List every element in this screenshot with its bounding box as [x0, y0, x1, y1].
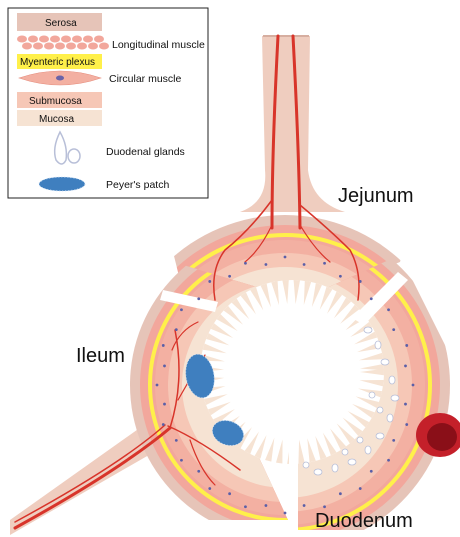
nerve-dot — [392, 328, 395, 331]
muscle-cell — [33, 43, 43, 50]
nerve-dot — [323, 505, 326, 508]
muscle-cell — [28, 36, 38, 43]
nerve-dot — [175, 328, 178, 331]
muscle-cell — [83, 36, 93, 43]
muscle-cell — [66, 43, 76, 50]
legend-swatch-peyers-patch — [39, 177, 85, 191]
muscle-cell — [50, 36, 60, 43]
muscle-cell — [39, 36, 49, 43]
nerve-dot — [208, 487, 211, 490]
nerve-dot — [323, 262, 326, 265]
muscle-cell — [94, 36, 104, 43]
nerve-dot — [265, 504, 268, 507]
nerve-dot — [303, 263, 306, 266]
legend-label-duodenal-glands: Duodenal glands — [106, 146, 185, 158]
nerve-dot — [404, 403, 407, 406]
nerve-dot — [162, 423, 165, 426]
jejunum-label: Jejunum — [338, 185, 414, 207]
legend-label-serosa: Serosa — [45, 18, 77, 29]
nerve-dot — [370, 297, 373, 300]
nerve-dot — [180, 459, 183, 462]
nerve-dot — [197, 470, 200, 473]
duodenum-label: Duodenum — [315, 510, 413, 532]
legend-label-circular-muscle: Circular muscle — [109, 73, 182, 85]
nerve-dot — [244, 505, 247, 508]
nerve-dot — [412, 384, 415, 387]
muscle-cell — [22, 43, 32, 50]
legend-label-peyers-patch: Peyer's patch — [106, 179, 169, 191]
muscle-cell — [55, 43, 65, 50]
nerve-dot — [228, 492, 231, 495]
legend-label-myenteric-plexus: Myenteric plexus — [20, 57, 95, 68]
muscle-cell — [88, 43, 98, 50]
nerve-dot — [228, 275, 231, 278]
muscle-cell — [99, 43, 109, 50]
nerve-dot — [175, 439, 178, 442]
muscle-cell — [77, 43, 87, 50]
nerve-dot — [370, 470, 373, 473]
muscle-cell — [72, 36, 82, 43]
nerve-dot — [244, 262, 247, 265]
nerve-dot — [265, 263, 268, 266]
nerve-dot — [339, 492, 342, 495]
nerve-dot — [197, 297, 200, 300]
legend: Serosa Longitudinal muscle Myenteric ple… — [8, 8, 208, 198]
nerve-dot — [163, 365, 166, 368]
muscle-cell — [61, 36, 71, 43]
muscle-cell — [44, 43, 54, 50]
nerve-dot — [404, 365, 407, 368]
nerve-dot — [392, 439, 395, 442]
nerve-dot — [405, 344, 408, 347]
nerve-dot — [303, 504, 306, 507]
muscle-cell — [17, 36, 27, 43]
nerve-dot — [208, 280, 211, 283]
nerve-dot — [359, 280, 362, 283]
legend-label-mucosa: Mucosa — [39, 114, 74, 125]
jejunum-mesentery — [240, 36, 345, 212]
nerve-dot — [387, 459, 390, 462]
nerve-dot — [284, 256, 287, 259]
nerve-dot — [163, 403, 166, 406]
ileum-label: Ileum — [76, 345, 125, 367]
nerve-dot — [162, 344, 165, 347]
nerve-dot — [359, 487, 362, 490]
legend-label-submucosa: Submucosa — [29, 96, 82, 107]
nerve-dot — [339, 275, 342, 278]
legend-label-longitudinal-muscle: Longitudinal muscle — [112, 39, 205, 51]
nerve-dot — [156, 384, 159, 387]
nerve-dot — [405, 423, 408, 426]
nerve-dot — [284, 512, 287, 515]
nerve-dot — [180, 308, 183, 311]
nerve-dot — [387, 308, 390, 311]
